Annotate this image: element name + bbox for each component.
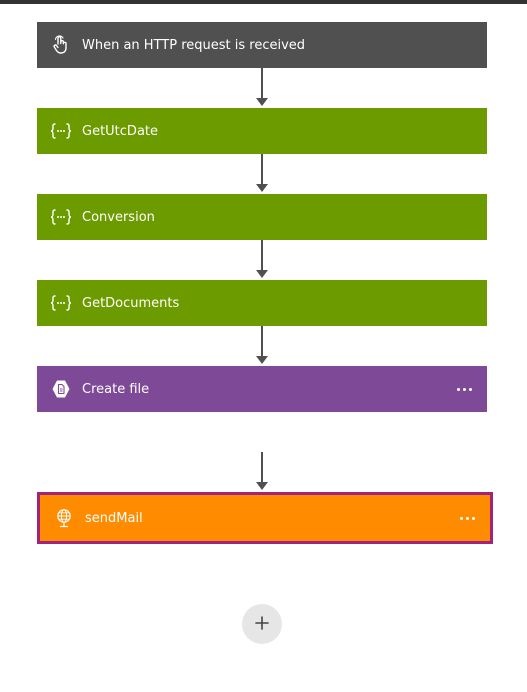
more-options-button[interactable] — [454, 508, 480, 528]
step-http-request-trigger[interactable]: When an HTTP request is received — [37, 22, 487, 68]
braces-icon — [50, 120, 72, 142]
globe-icon — [53, 507, 75, 529]
step-label: GetDocuments — [82, 295, 180, 311]
step-conversion[interactable]: Conversion — [37, 194, 487, 240]
connector-arrow — [261, 452, 263, 482]
plus-icon — [255, 615, 269, 634]
connector-arrow — [261, 68, 263, 98]
step-create-file[interactable]: Create file — [37, 366, 487, 412]
connector-arrow — [261, 240, 263, 270]
step-label: When an HTTP request is received — [82, 37, 306, 53]
connector-arrowhead — [256, 356, 268, 364]
step-label: Create file — [82, 381, 150, 397]
braces-icon — [50, 206, 72, 228]
connector-arrowhead — [256, 184, 268, 192]
step-label: Conversion — [82, 209, 155, 225]
step-label: GetUtcDate — [82, 123, 159, 139]
connector-arrowhead — [256, 482, 268, 490]
connector-arrow — [261, 326, 263, 356]
connector-arrowhead — [256, 98, 268, 106]
connector-arrow — [261, 154, 263, 184]
braces-icon — [50, 292, 72, 314]
add-step-button[interactable] — [242, 604, 282, 644]
hand-pointer-icon — [50, 34, 72, 56]
step-getutcdate[interactable]: GetUtcDate — [37, 108, 487, 154]
step-sendmail[interactable]: sendMail — [37, 492, 493, 544]
file-icon — [50, 378, 72, 400]
step-getdocuments[interactable]: GetDocuments — [37, 280, 487, 326]
more-options-button[interactable] — [451, 379, 477, 399]
top-border — [0, 0, 527, 4]
connector-arrowhead — [256, 270, 268, 278]
step-label: sendMail — [85, 510, 143, 526]
